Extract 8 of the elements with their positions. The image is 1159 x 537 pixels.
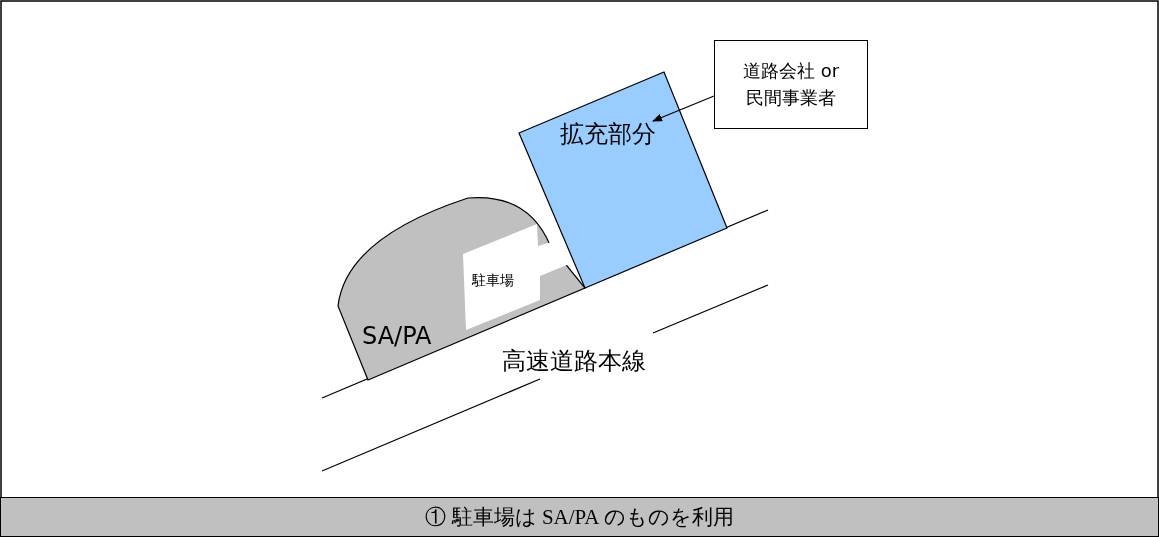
area-label: 拡充部分 xyxy=(560,119,656,150)
arrow xyxy=(652,95,715,122)
label-text: 道路会社 or 民間事業者 xyxy=(741,59,841,110)
label-box xyxy=(714,40,868,129)
road-label: 高速道路本線 xyxy=(502,346,646,377)
caption: ① 駐車場は SA/PA のものを利用 xyxy=(425,504,734,531)
area-label: SA/PA xyxy=(362,322,432,350)
area-label: 駐車場 xyxy=(472,272,514,290)
